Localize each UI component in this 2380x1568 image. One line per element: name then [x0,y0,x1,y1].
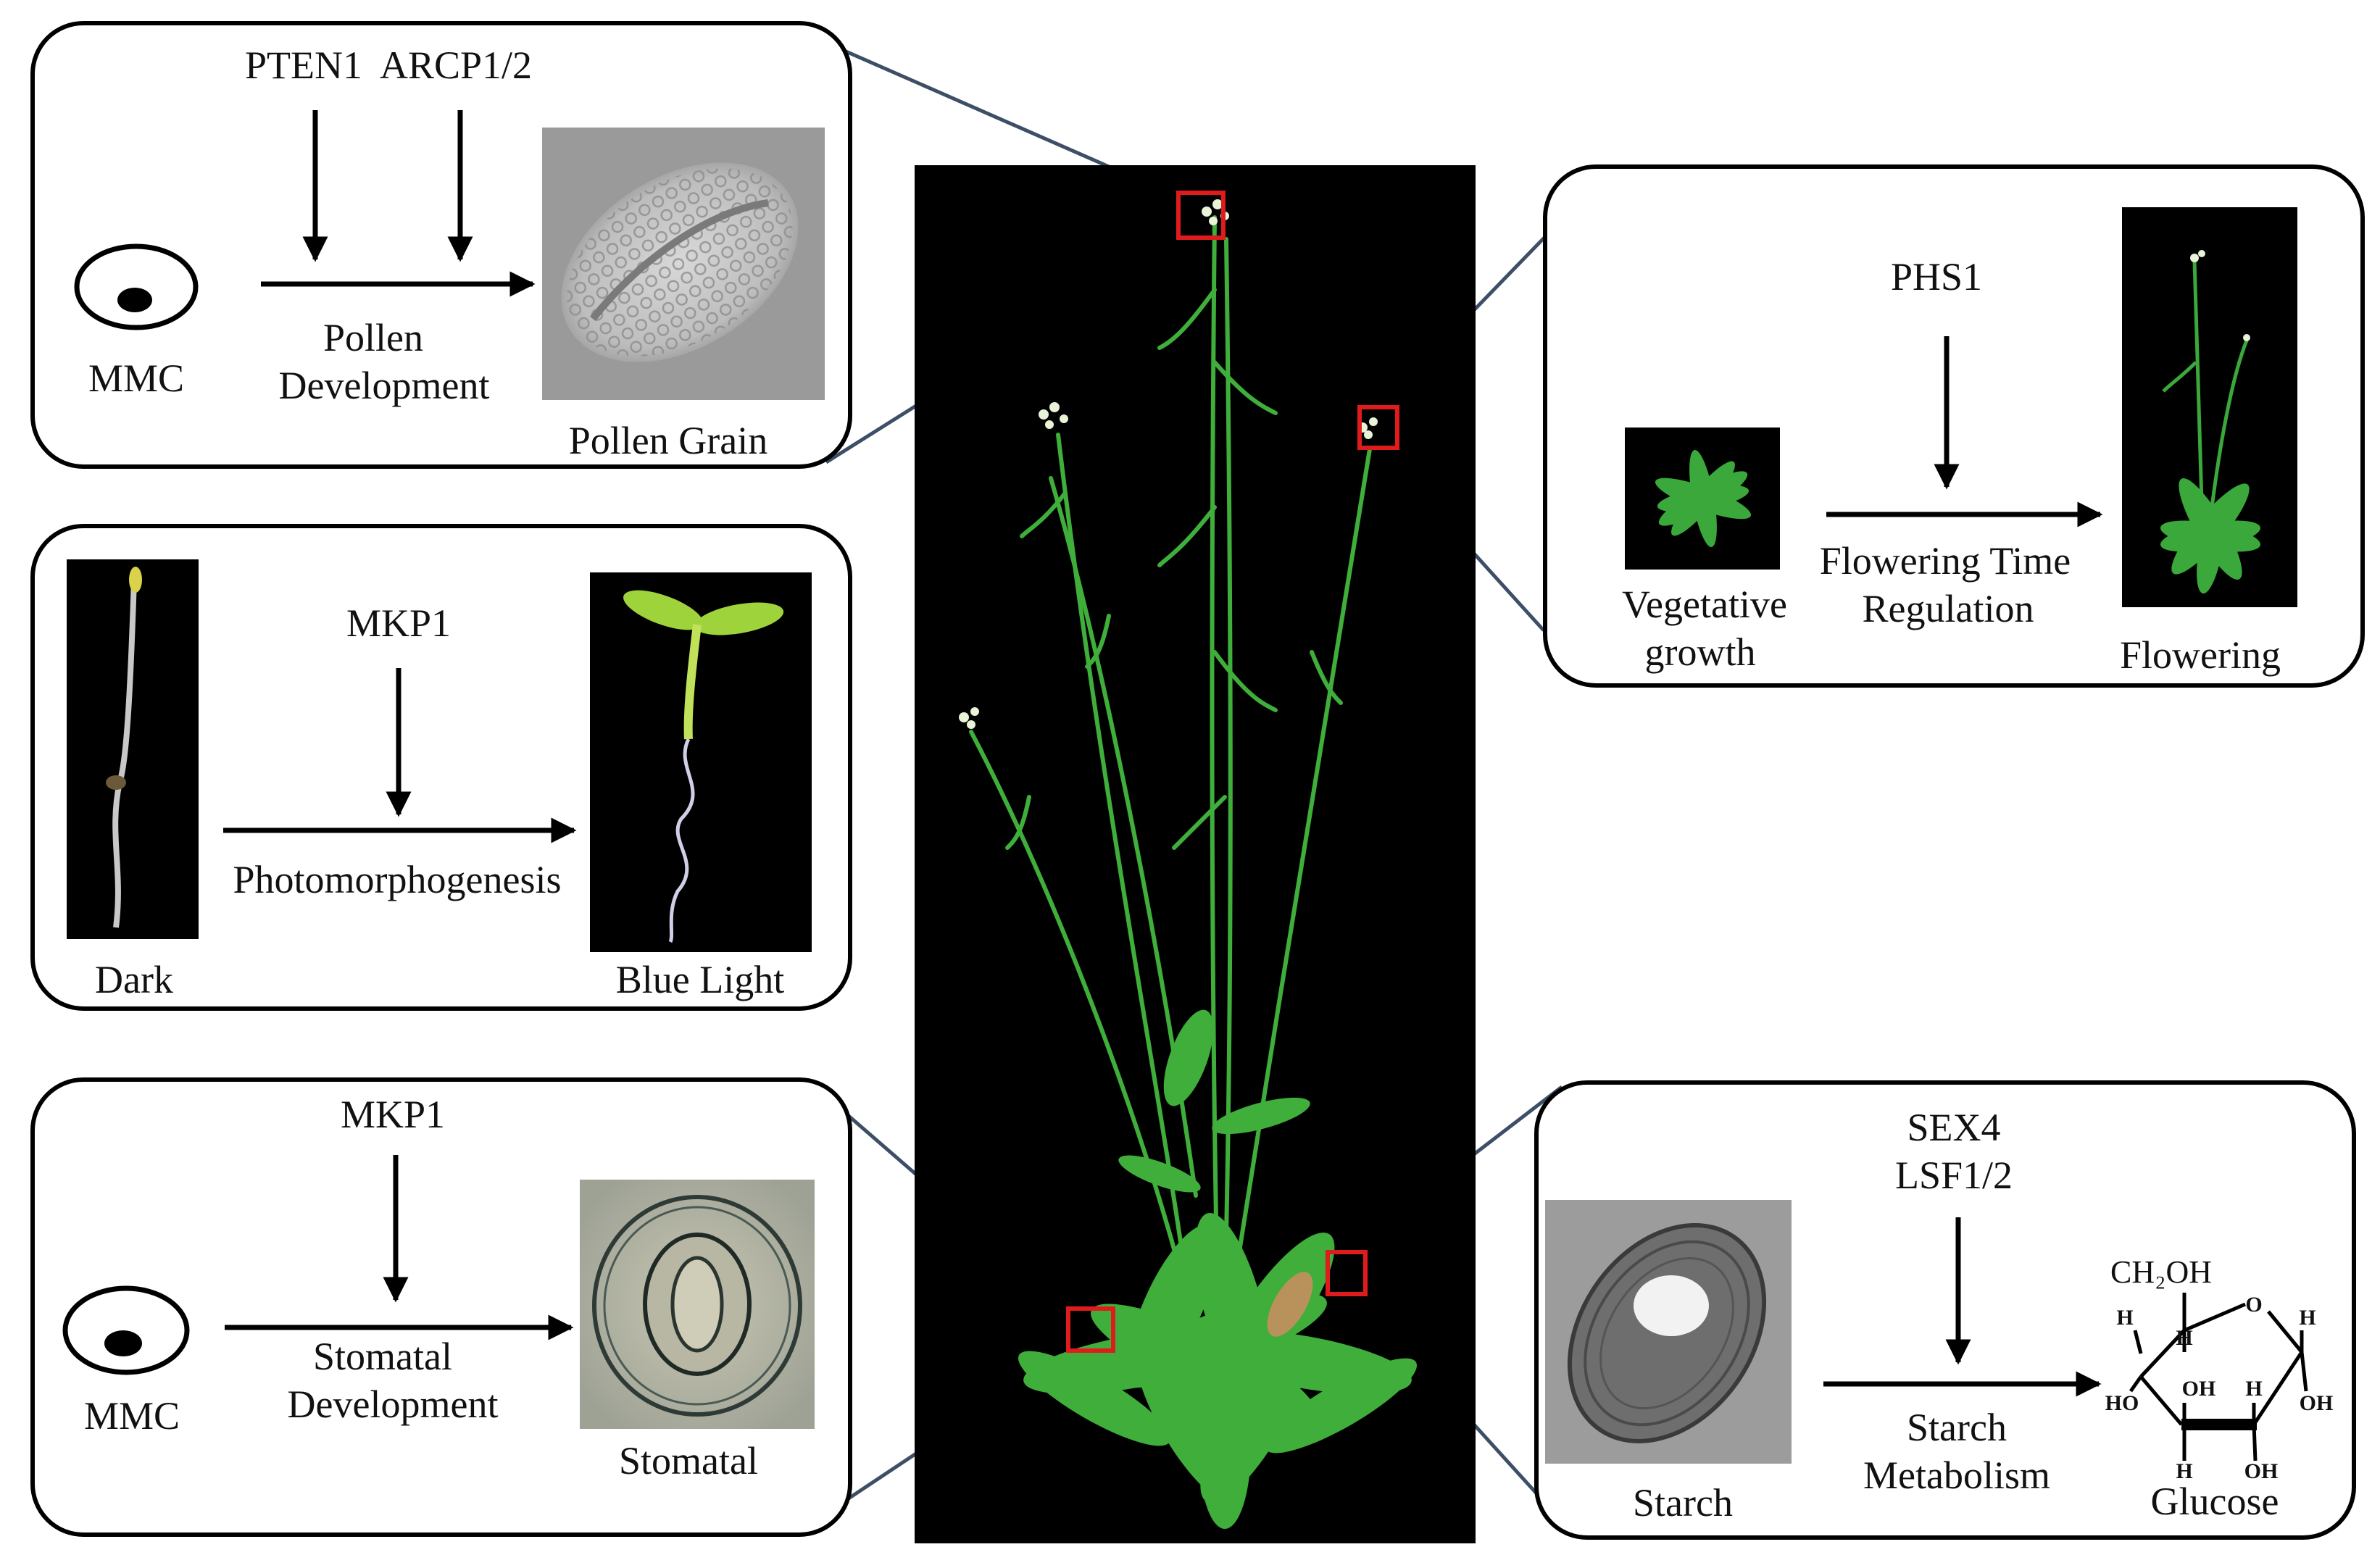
glucose-oh-2: OH [2300,1391,2334,1415]
stomatal-image [580,1180,815,1429]
flowering-result-label: Flowering [2120,633,2281,677]
stomatal-mmc-label: MMC [84,1394,180,1438]
pollen-process-line2: Development [279,364,490,407]
panel-stomatal-development: MKP1 MMC Stomatal Development Stomatal [30,1077,852,1537]
glucose-structure: CH₂OH O H H H HO OH H OH H OH [2105,1254,2334,1483]
glucose-ho: HO [2105,1391,2139,1415]
panel-flowering-time: PHS1 Vegetative growth Flowering Time Re… [1543,164,2365,688]
stomatal-process-line1: Stomatal [313,1335,452,1378]
flowering-start-line2: growth [1645,630,1756,674]
mmc-cell-icon-stomatal [62,1285,190,1375]
photo-gene-label: MKP1 [346,601,451,645]
pollen-genes: PTEN1 ARCP1/2 [245,43,532,87]
blue-light-seedling-image [590,572,812,952]
starch-result-label: Glucose [2151,1480,2279,1523]
starch-gene-line2: LSF1/2 [1895,1154,2013,1197]
panel-starch-metabolism: SEX4 LSF1/2 Starch Starch Metabolism [1534,1080,2356,1540]
flowering-start-line1: Vegetative [1622,583,1787,626]
starch-process-line1: Starch [1907,1406,2007,1449]
flowering-process-line2: Regulation [1863,587,2034,630]
panel-pollen-development: PTEN1 ARCP1/2 MMC Pollen Development Pol… [30,21,852,469]
glucose-oh-3: OH [2244,1459,2279,1483]
starch-process-line2: Metabolism [1863,1454,2050,1497]
starch-gene-line1: SEX4 [1907,1106,2000,1149]
photo-start-label: Dark [95,958,173,1001]
glucose-oh-1: OH [2182,1377,2216,1401]
flowering-gene-label: PHS1 [1891,255,1982,299]
glucose-ring-o: O [2245,1293,2262,1317]
highlight-boxes [1066,191,1399,1353]
photo-process-label: Photomorphogenesis [233,858,562,901]
vegetative-rosette-image [1625,428,1780,570]
panel-photomorphogenesis: Dark MKP1 Photomorphogenesis Blue Light [30,524,852,1011]
plant-photo [915,165,1476,1543]
starch-start-label: Starch [1633,1481,1733,1525]
flowering-process-line1: Flowering Time [1820,539,2071,583]
pollen-grain-image [542,128,825,400]
glucose-h-1: H [2116,1306,2133,1330]
pollen-process-line1: Pollen [323,316,423,359]
glucose-h-2: H [2176,1326,2192,1350]
stomatal-gene-label: MKP1 [341,1093,445,1136]
dark-seedling-image [67,559,199,939]
pollen-mmc-label: MMC [88,356,184,400]
glucose-h-5: H [2176,1459,2192,1483]
starch-granule-image [1545,1200,1792,1464]
photo-result-label: Blue Light [616,958,784,1001]
glucose-h-3: H [2299,1306,2315,1330]
glucose-h-4: H [2245,1377,2262,1401]
pollen-result-label: Pollen Grain [569,419,767,462]
stomatal-result-label: Stomatal [619,1439,758,1482]
stomatal-process-line2: Development [288,1383,499,1426]
mmc-cell-icon [74,243,199,330]
glucose-ch2oh: CH₂OH [2110,1254,2212,1290]
flowering-plant-image [2122,207,2297,607]
